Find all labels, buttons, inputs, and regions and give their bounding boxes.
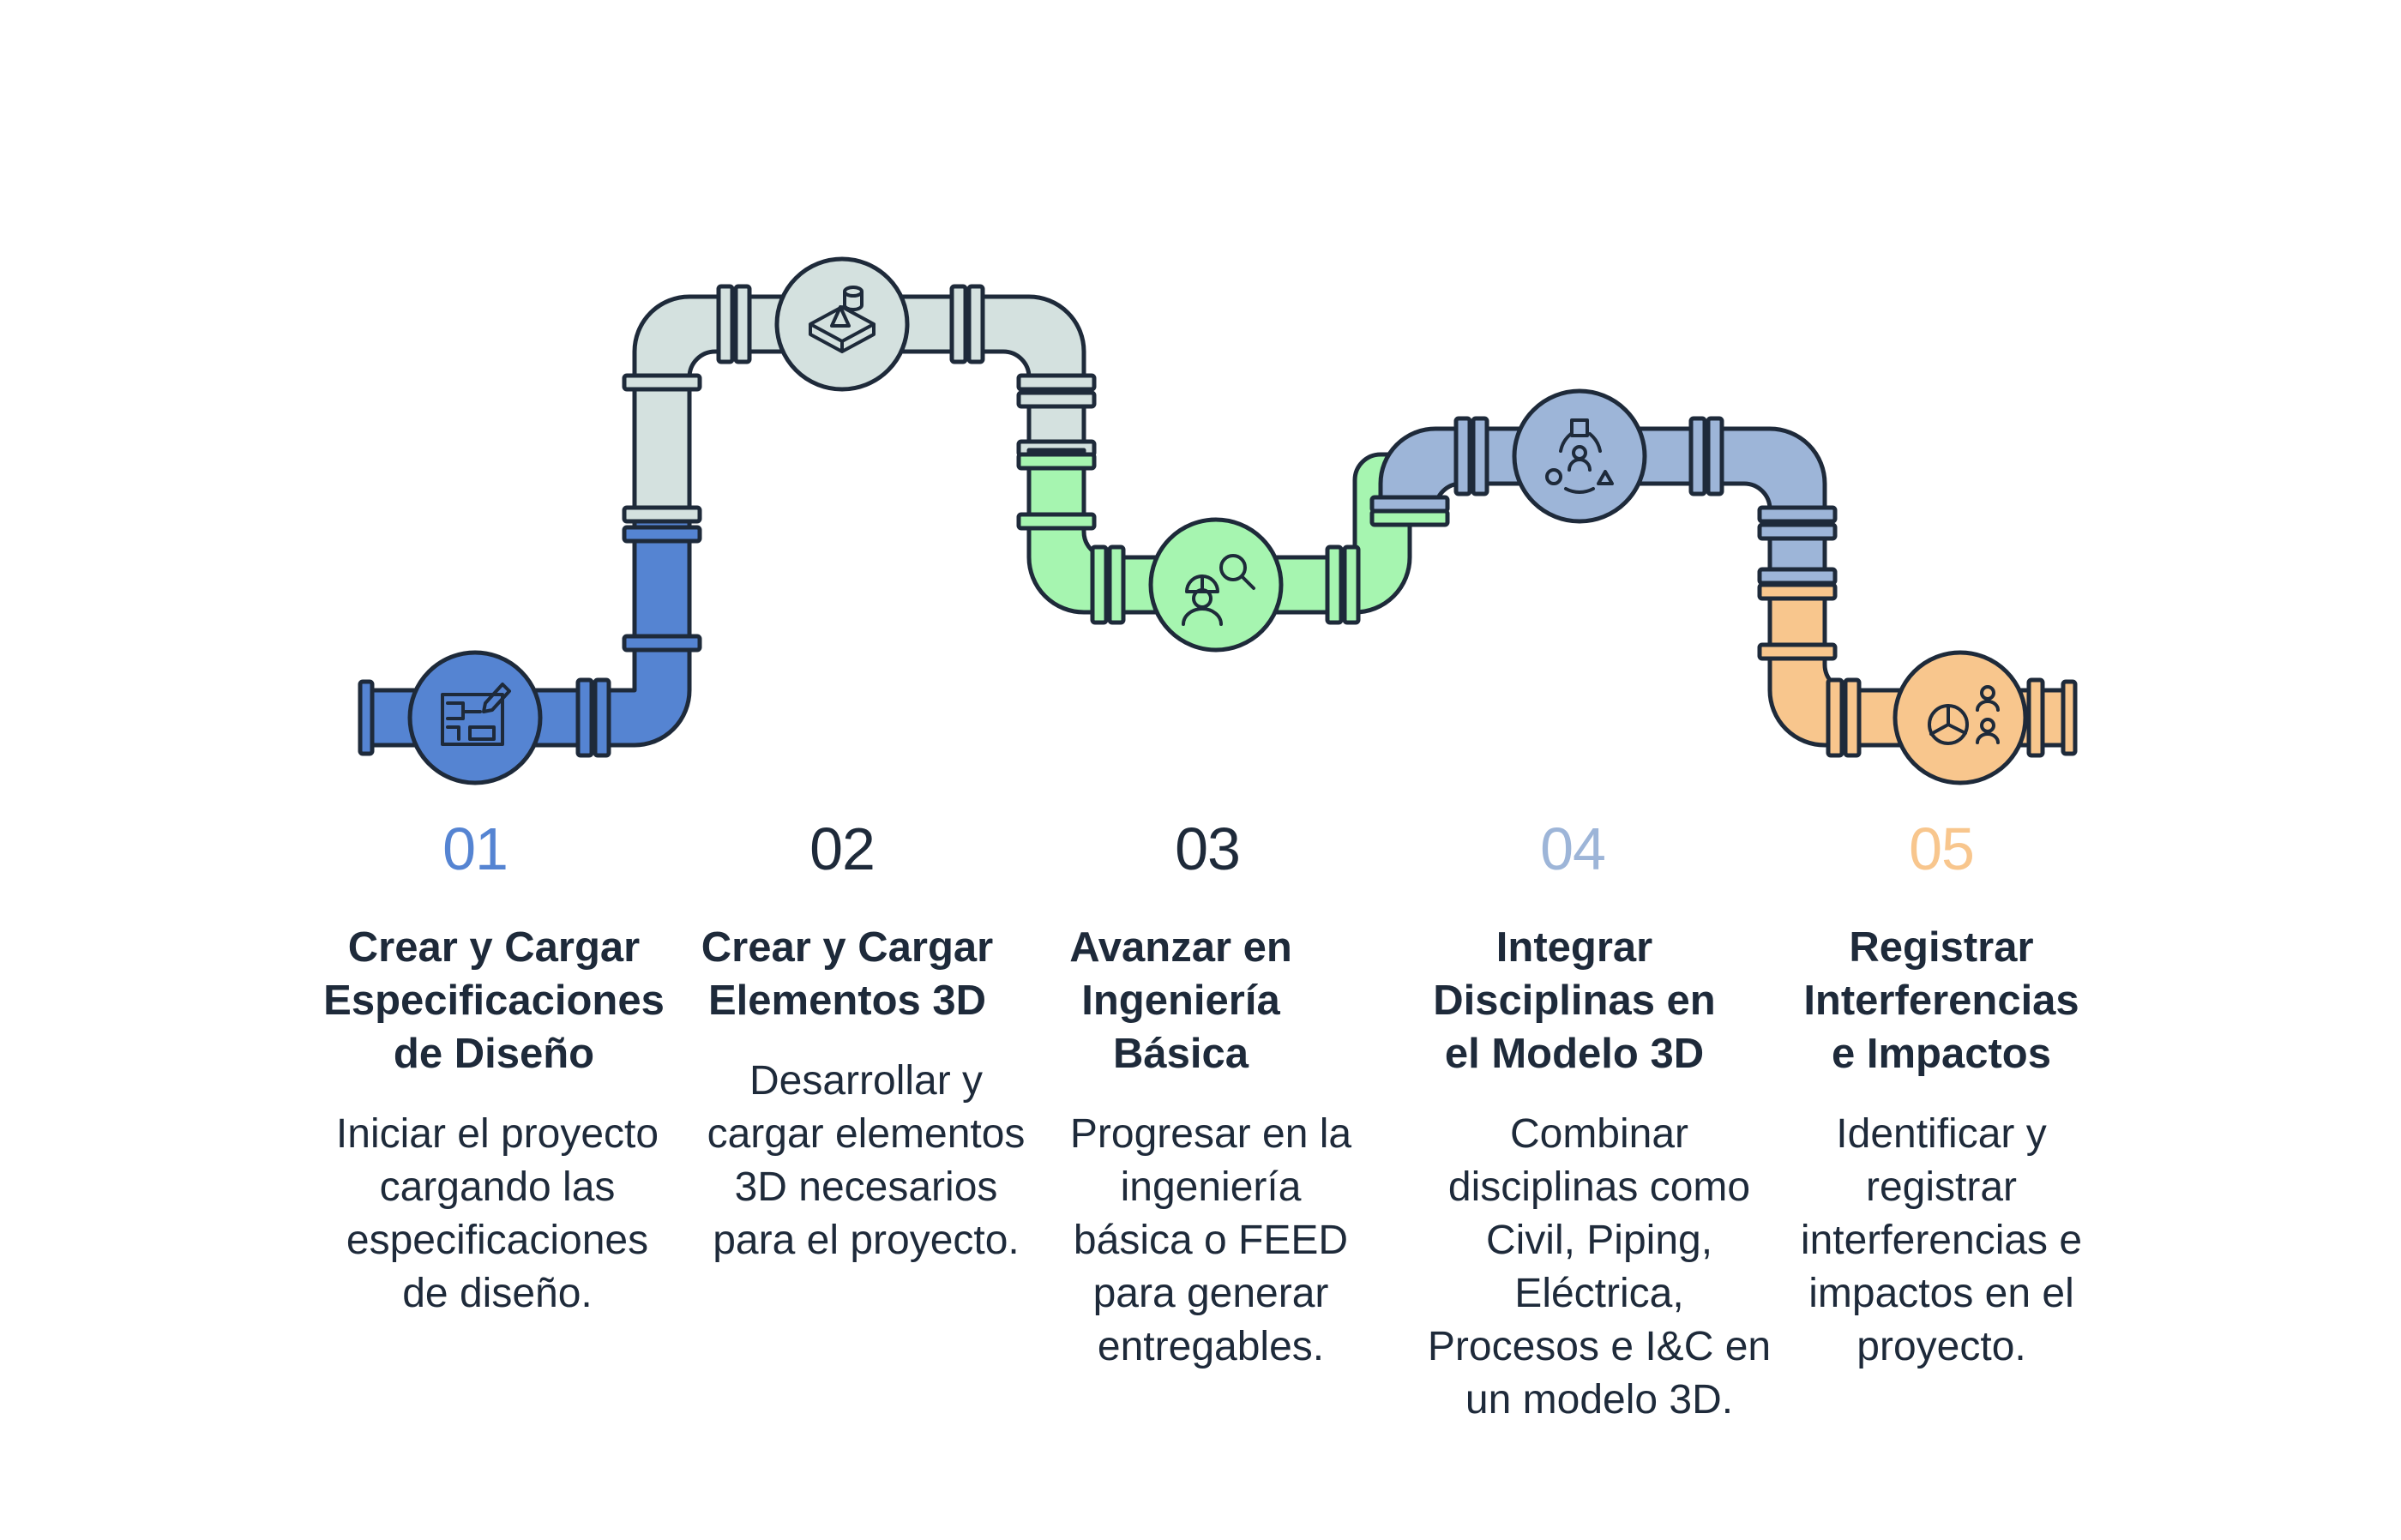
engineer-search-icon: [1151, 520, 1281, 650]
step-title: Crear y Cargar Elementos 3D: [659, 921, 1036, 1027]
step-description: Iniciar el proyecto cargando las especif…: [326, 1108, 669, 1320]
step-number: 01: [295, 815, 655, 883]
integration-cycle-icon: [1514, 391, 1645, 521]
step-description: Combinar disciplinas como Civil, Piping,…: [1423, 1108, 1775, 1427]
step-description: Identificar y registrar interferencias e…: [1787, 1108, 2096, 1374]
step-title: Integrar Disciplinas en el Modelo 3D: [1420, 921, 1729, 1080]
step-title: Avanzar en Ingeniería Básica: [1056, 921, 1305, 1080]
step-title: Registrar Interferencias e Impactos: [1787, 921, 2096, 1080]
step-description: Desarrollar y cargar elementos 3D necesa…: [695, 1055, 1038, 1267]
step-number: 02: [662, 815, 1022, 883]
step-number: 04: [1393, 815, 1753, 883]
step-description: Progresar en la ingeniería básica o FEED…: [1056, 1108, 1365, 1374]
3d-shapes-icon: [777, 259, 907, 389]
step-number: 05: [1761, 815, 2121, 883]
step-number: 03: [1027, 815, 1387, 883]
blueprint-pencil-icon: [410, 653, 540, 783]
pie-chart-people-icon: [1895, 653, 2025, 783]
step-title: Crear y Cargar Especificaciones de Diseñ…: [305, 921, 683, 1080]
